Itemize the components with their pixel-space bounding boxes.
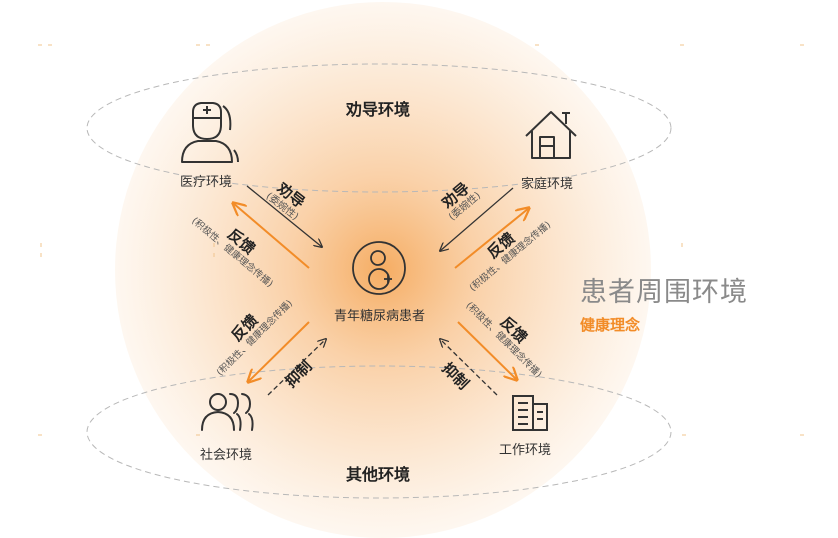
suppress-arrow-work — [440, 339, 498, 396]
other-zone-title: 其他环境 — [346, 465, 411, 484]
health-concept-subtitle: 健康理念 — [580, 316, 641, 334]
center-patient-label: 青年糖尿病患者 — [334, 309, 426, 324]
other-zone-ellipse — [86, 365, 672, 499]
medical-environment-label: 医疗环境 — [180, 175, 233, 190]
persuade-zone-ellipse — [86, 63, 672, 193]
persuade-arrow-family — [440, 187, 514, 251]
persuade-arrow-medical — [246, 185, 322, 247]
social-environment-label: 社会环境 — [200, 448, 253, 463]
people-icon — [201, 393, 254, 431]
feedback-arrow-medical — [233, 203, 310, 269]
building-icon — [512, 395, 548, 431]
feedback-arrow-social — [248, 321, 310, 382]
doctor-icon — [181, 102, 239, 163]
feedback-arrow-work — [457, 321, 517, 380]
family-environment-label: 家庭环境 — [521, 177, 574, 192]
house-icon — [525, 111, 577, 159]
decorative-dashes — [38, 44, 804, 436]
patient-icon — [352, 241, 406, 295]
suppress-arrow-social — [267, 339, 326, 396]
feedback-arrow-family — [454, 208, 529, 269]
surrounding-environment-title: 患者周围环境 — [580, 277, 748, 308]
work-environment-label: 工作环境 — [499, 443, 552, 458]
persuade-zone-title: 劝导环境 — [346, 100, 411, 119]
